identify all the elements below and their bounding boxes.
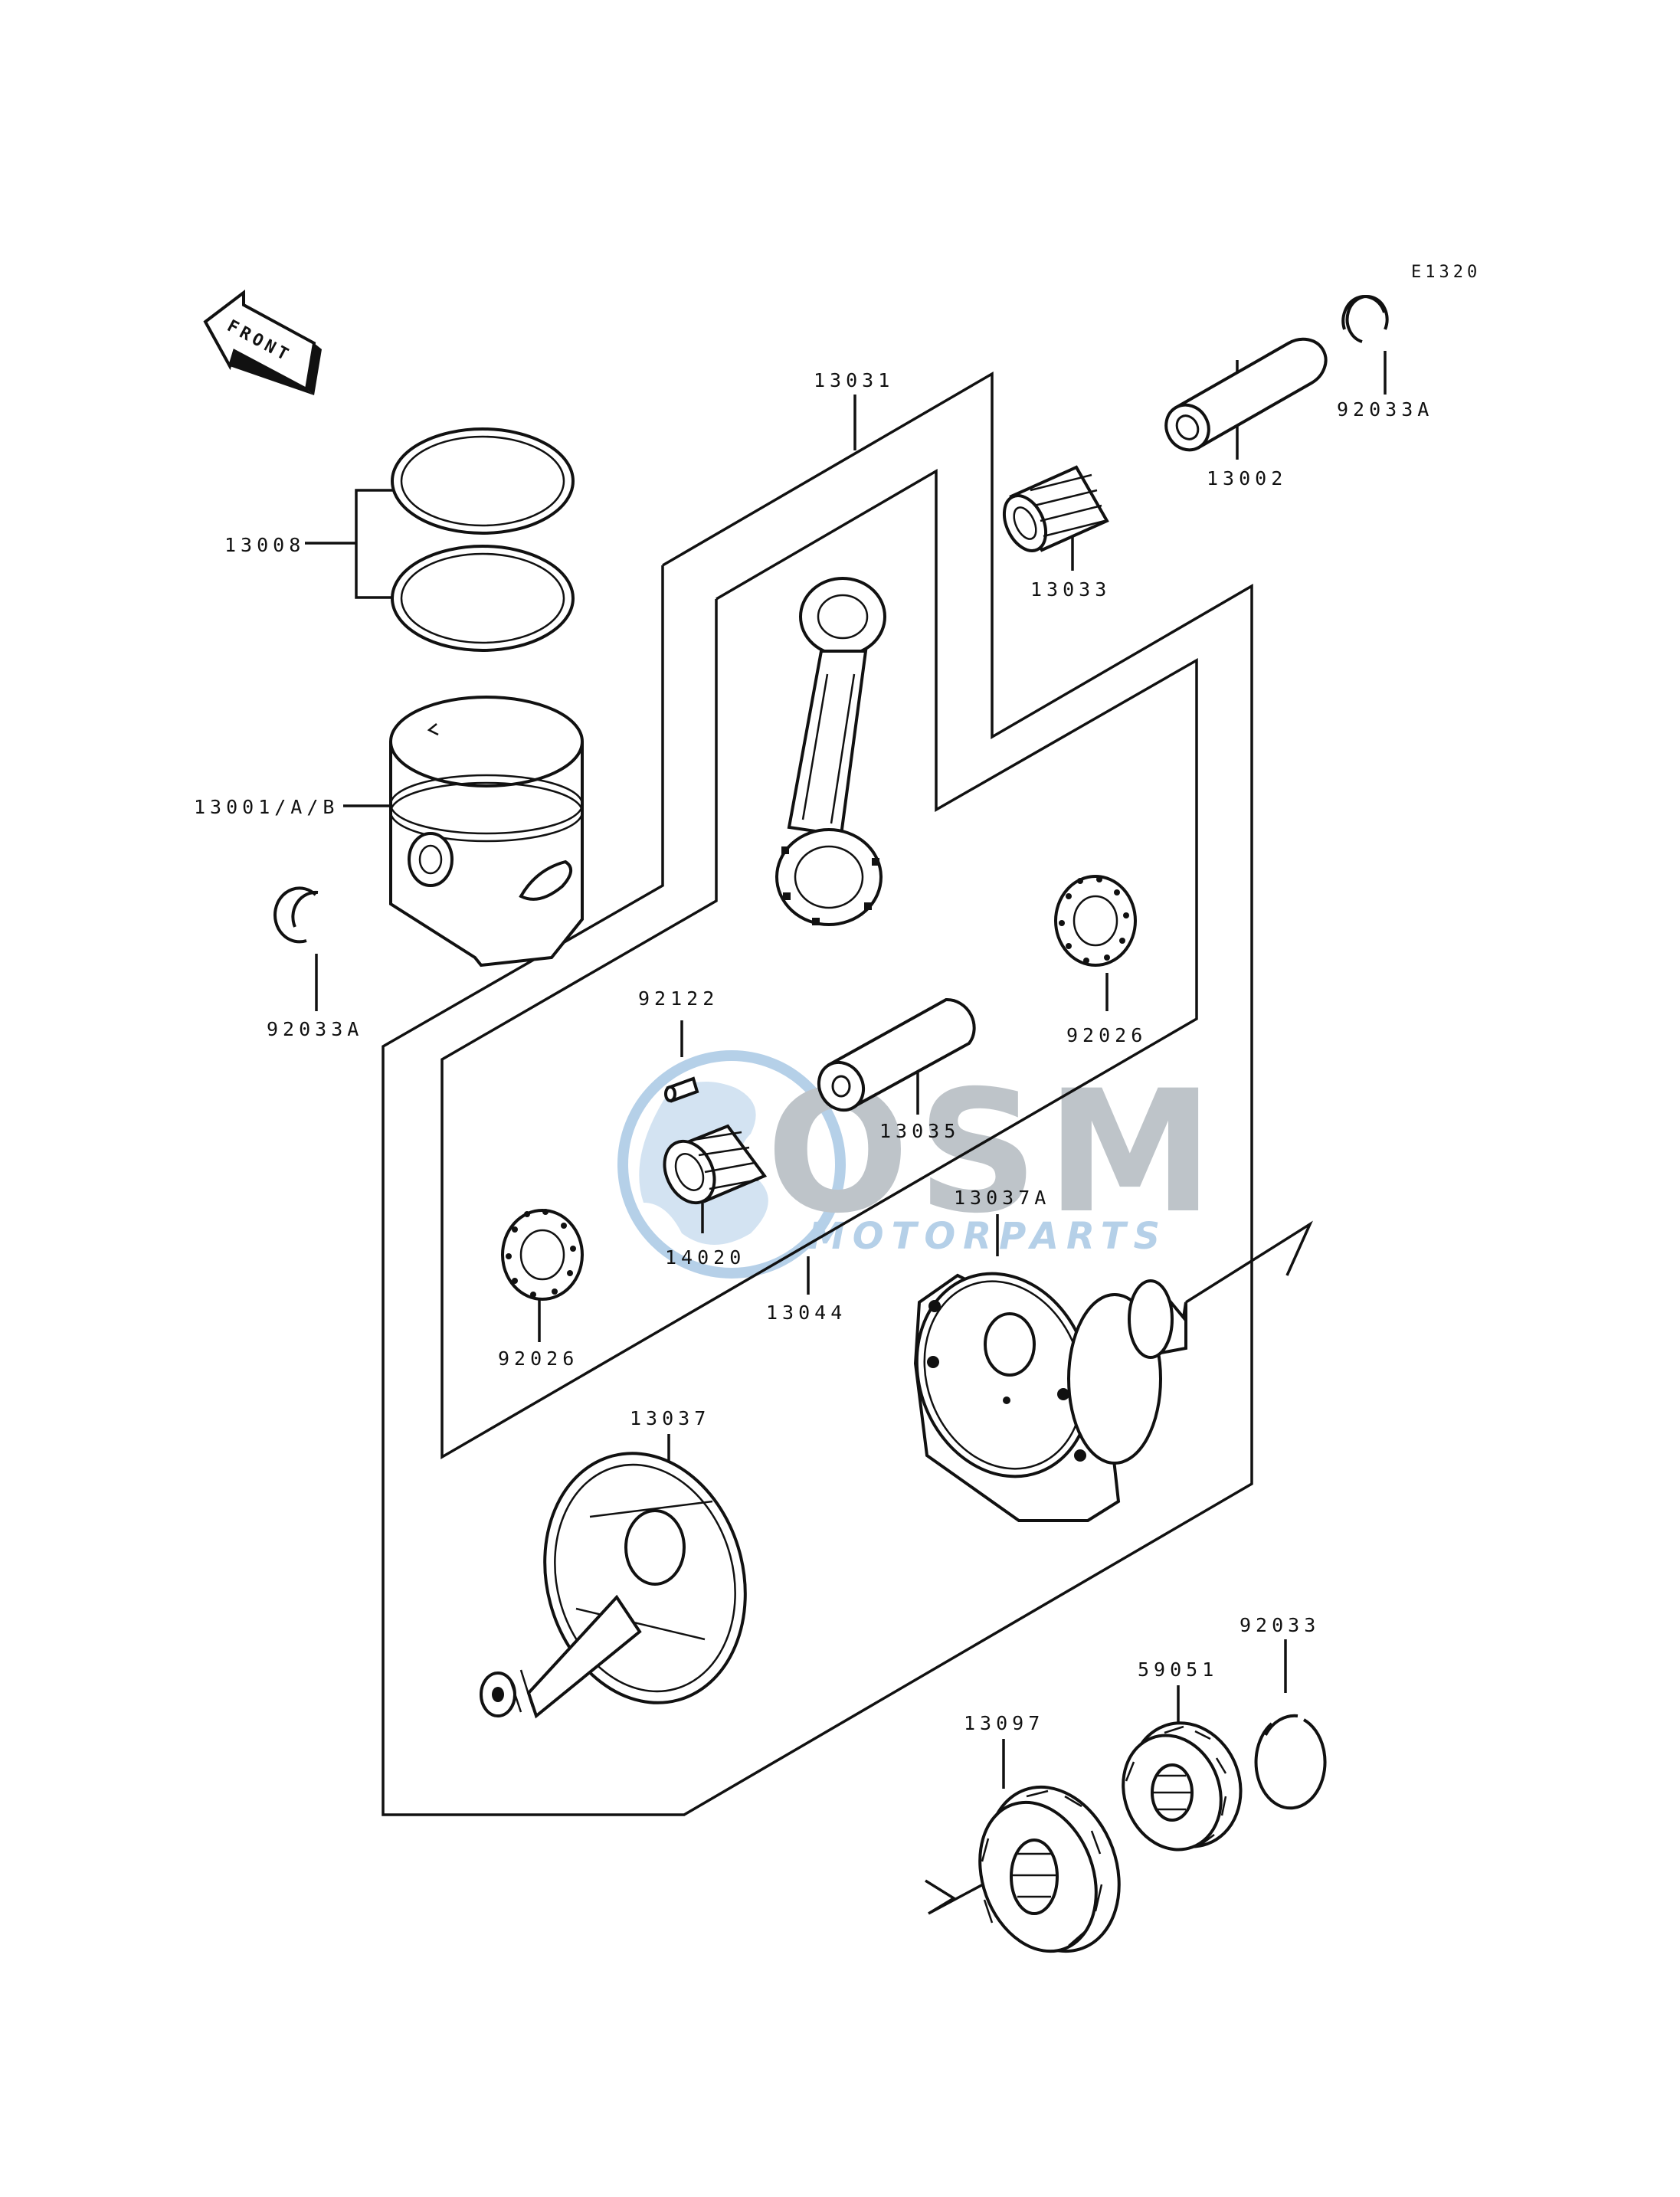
gear-large-icon (978, 1785, 1121, 1953)
circlip-left-icon (273, 886, 319, 944)
label-13037: 13037 (630, 1407, 710, 1429)
label-13001: 13001/A/B (194, 796, 339, 818)
label-13044: 13044 (766, 1302, 847, 1324)
piston-rings-icon (391, 427, 575, 652)
label-13031: 13031 (814, 369, 894, 391)
outline-13044 (440, 468, 1198, 1460)
thrust-washer-left-icon (501, 1209, 584, 1301)
label-13002: 13002 (1207, 467, 1287, 489)
small-pin-icon (664, 1076, 699, 1103)
piston-pin-icon (1164, 337, 1328, 452)
crank-pin-icon (817, 997, 976, 1112)
front-arrow-icon: FRONT (203, 289, 322, 395)
label-92026-right: 92026 (1066, 1024, 1147, 1046)
label-13035: 13035 (879, 1120, 960, 1142)
label-92122: 92122 (638, 987, 719, 1010)
label-13037a: 13037A (954, 1187, 1050, 1209)
needle-bearing-bottom-icon (663, 1124, 768, 1205)
label-14020: 14020 (665, 1246, 745, 1269)
label-13033: 13033 (1030, 578, 1111, 601)
piston-icon (389, 696, 584, 968)
part-labels: 13031 92033A 13002 13033 13008 13001/A/B… (194, 369, 1433, 1734)
label-59051: 59051 (1138, 1658, 1218, 1681)
connecting-rod-icon (775, 577, 886, 926)
circlip-right-icon (1254, 1714, 1327, 1810)
thrust-washer-right-icon (1054, 875, 1137, 967)
label-92033a-left: 92033A (267, 1018, 363, 1040)
watermark-sub: MOTORPARTS (808, 1215, 1167, 1258)
needle-bearing-top-icon (1002, 465, 1109, 552)
label-13008: 13008 (224, 534, 305, 556)
label-92033: 92033 (1240, 1614, 1320, 1636)
label-13097: 13097 (964, 1712, 1044, 1734)
crank-half-right-icon (913, 1272, 1187, 1522)
diagram-code: E1320 (1411, 263, 1481, 282)
circlip-top-icon (1341, 295, 1389, 343)
crank-half-left-icon (480, 1452, 747, 1719)
label-92026-left: 92026 (498, 1347, 578, 1370)
label-92033a-top: 92033A (1337, 398, 1433, 421)
gear-small-icon (1122, 1721, 1243, 1852)
outline-13031 (382, 371, 1253, 1816)
